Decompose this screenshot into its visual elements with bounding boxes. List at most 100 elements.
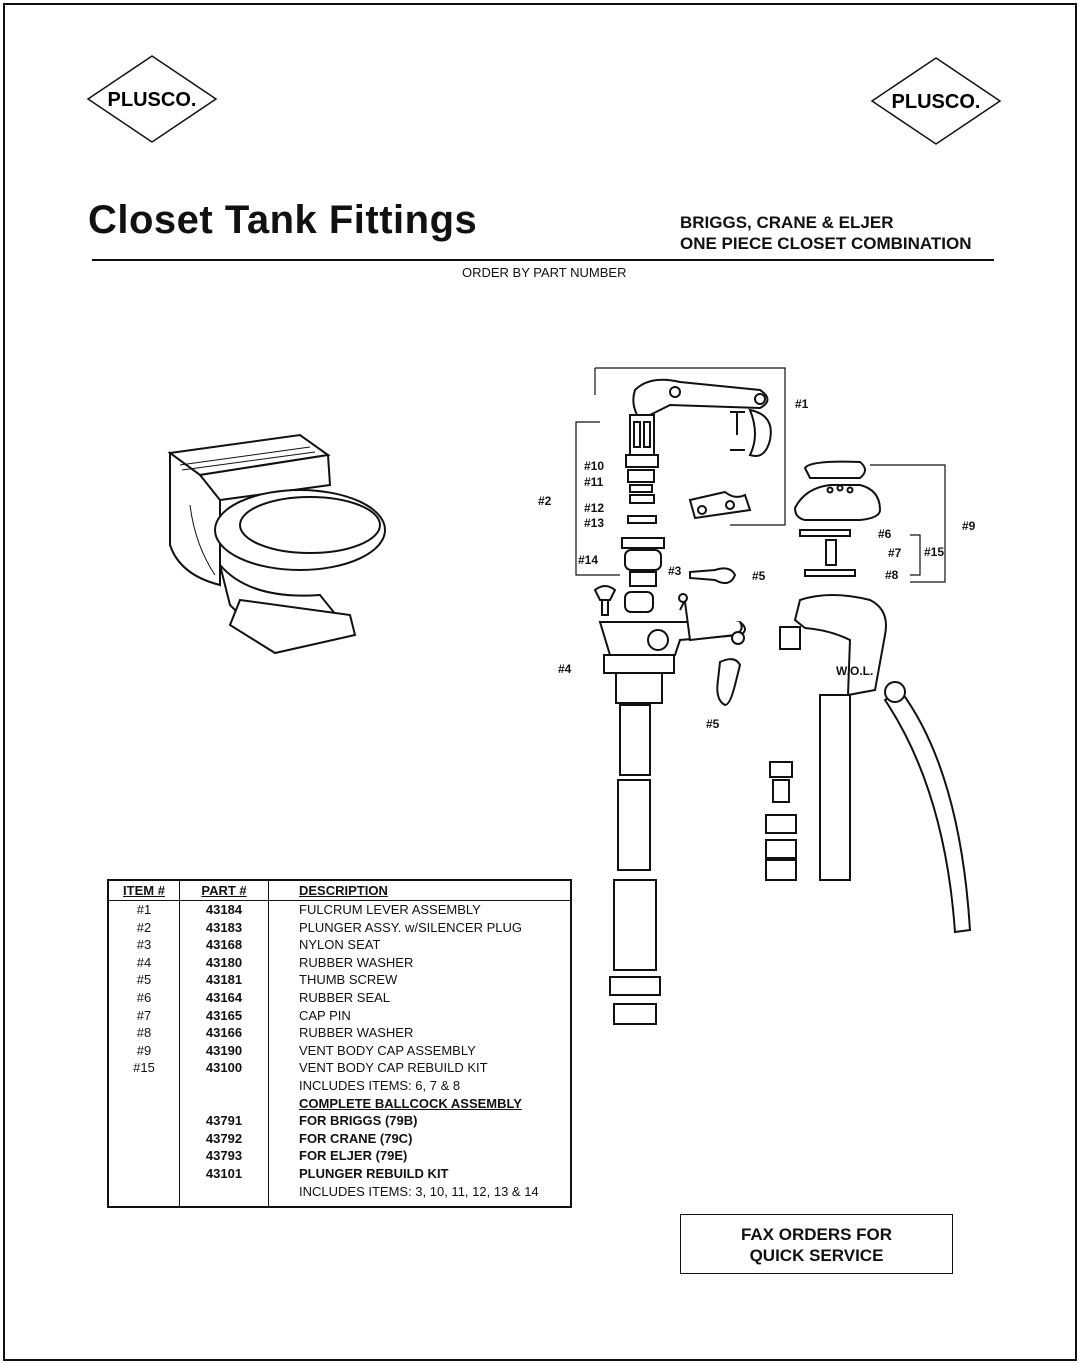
- cell-part: 43190: [179, 1041, 269, 1060]
- cell-desc: FULCRUM LEVER ASSEMBLY: [299, 902, 481, 917]
- label-14: #14: [578, 553, 598, 567]
- cell-desc: VENT BODY CAP ASSEMBLY: [299, 1042, 476, 1058]
- cell-part: 43180: [179, 953, 269, 972]
- label-11: #11: [584, 475, 604, 489]
- label-8: #8: [885, 568, 899, 582]
- order-note: ORDER BY PART NUMBER: [462, 265, 627, 280]
- fax-orders-box: FAX ORDERS FOR QUICK SERVICE: [680, 1214, 953, 1274]
- cell-item: [108, 1182, 180, 1201]
- label-5b: #5: [706, 717, 720, 731]
- table-row: 43101 PLUNGER REBUILD KIT: [108, 1164, 571, 1183]
- cell-item: [108, 1129, 180, 1148]
- cell-item: #6: [108, 988, 180, 1007]
- cell-desc: INCLUDES ITEMS: 3, 10, 11, 12, 13 & 14: [299, 1183, 539, 1199]
- cell-desc: COMPLETE BALLCOCK ASSEMBLY: [299, 1095, 522, 1111]
- plusco-logo-left: PLUSCO.: [86, 54, 218, 144]
- table-row: COMPLETE BALLCOCK ASSEMBLY: [108, 1094, 571, 1113]
- table-header-row: ITEM # PART # DESCRIPTION: [108, 880, 571, 901]
- cell-part: 43792: [179, 1129, 269, 1148]
- cell-desc: PLUNGER REBUILD KIT: [299, 1165, 449, 1181]
- label-5a: #5: [752, 569, 766, 583]
- label-9: #9: [962, 519, 976, 533]
- cell-part: 43164: [179, 988, 269, 1007]
- toilet-illustration: [160, 425, 400, 655]
- cell-part: 43183: [179, 918, 269, 937]
- table-row: 43792 FOR CRANE (79C): [108, 1129, 571, 1148]
- cell-item: #7: [108, 1006, 180, 1025]
- header-rule: [92, 259, 994, 261]
- cell-part: [179, 1182, 269, 1201]
- label-1: #1: [795, 397, 809, 411]
- cell-part: 43181: [179, 971, 269, 989]
- cell-item: [108, 1164, 180, 1183]
- cell-item: [108, 1147, 180, 1165]
- label-4: #4: [558, 662, 572, 676]
- logo-text: PLUSCO.: [108, 89, 197, 111]
- subtitle-combination: ONE PIECE CLOSET COMBINATION: [680, 234, 972, 253]
- cell-part: 43793: [179, 1147, 269, 1165]
- cell-desc: VENT BODY CAP REBUILD KIT: [299, 1060, 488, 1076]
- cell-item: #3: [108, 936, 180, 954]
- cell-part: [179, 1094, 269, 1113]
- cell-item: [108, 1094, 180, 1113]
- cell-item: #4: [108, 953, 180, 972]
- label-10: #10: [584, 459, 604, 473]
- cell-part: 43791: [179, 1112, 269, 1130]
- ballcock-exploded-diagram: #1 #2 #3 #4 #5 #5 #6 #7 #8 #9 #10 #11 #1…: [530, 360, 990, 1040]
- label-wol: W.O.L.: [836, 664, 873, 678]
- cell-part: 43168: [179, 936, 269, 954]
- cell-part: 43100: [179, 1059, 269, 1077]
- cell-desc: CAP PIN: [299, 1007, 351, 1023]
- cell-desc: PLUNGER ASSY. w/SILENCER PLUG: [299, 919, 523, 935]
- logo-text: PLUSCO.: [892, 91, 981, 113]
- table-row: 43793 FOR ELJER (79E): [108, 1147, 571, 1165]
- cell-desc: RUBBER SEAL: [299, 989, 391, 1005]
- cell-desc: FOR ELJER (79E): [299, 1148, 408, 1164]
- cell-item: #15: [108, 1059, 180, 1077]
- cell-desc: FOR CRANE (79C): [299, 1130, 413, 1146]
- page-title: Closet Tank Fittings: [88, 198, 478, 242]
- header-part: PART #: [179, 880, 269, 901]
- cell-part: 43166: [179, 1024, 269, 1042]
- cell-part: 43184: [179, 900, 269, 919]
- cell-desc: THUMB SCREW: [299, 972, 398, 988]
- table-row: 43791 FOR BRIGGS (79B): [108, 1112, 571, 1130]
- cell-item: #2: [108, 918, 180, 937]
- cell-desc: FOR BRIGGS (79B): [299, 1113, 418, 1129]
- plusco-logo-right: PLUSCO.: [870, 56, 1002, 146]
- cell-item: [108, 1112, 180, 1130]
- cell-item: #8: [108, 1024, 180, 1042]
- table-row: INCLUDES ITEMS: 3, 10, 11, 12, 13 & 14: [108, 1182, 571, 1201]
- cell-desc: NYLON SEAT: [299, 937, 381, 953]
- table-row: INCLUDES ITEMS: 6, 7 & 8: [108, 1076, 571, 1095]
- cell-item: #5: [108, 971, 180, 989]
- cell-item: #9: [108, 1041, 180, 1060]
- label-2: #2: [538, 494, 552, 508]
- subtitle-brands: BRIGGS, CRANE & ELJER: [680, 213, 894, 232]
- page-border: [3, 3, 1077, 1361]
- label-12: #12: [584, 501, 604, 515]
- cell-desc: RUBBER WASHER: [299, 954, 414, 970]
- header-item: ITEM #: [108, 880, 180, 901]
- table-row: [108, 1200, 571, 1208]
- cell-part: [179, 1076, 269, 1095]
- cell-part: 43165: [179, 1006, 269, 1025]
- cell-item: [108, 1076, 180, 1095]
- cell-desc: INCLUDES ITEMS: 6, 7 & 8: [299, 1077, 461, 1093]
- cell-part: 43101: [179, 1164, 269, 1183]
- label-7: #7: [888, 546, 902, 560]
- fax-line-1: FAX ORDERS FOR: [740, 1225, 893, 1244]
- label-13: #13: [584, 516, 604, 530]
